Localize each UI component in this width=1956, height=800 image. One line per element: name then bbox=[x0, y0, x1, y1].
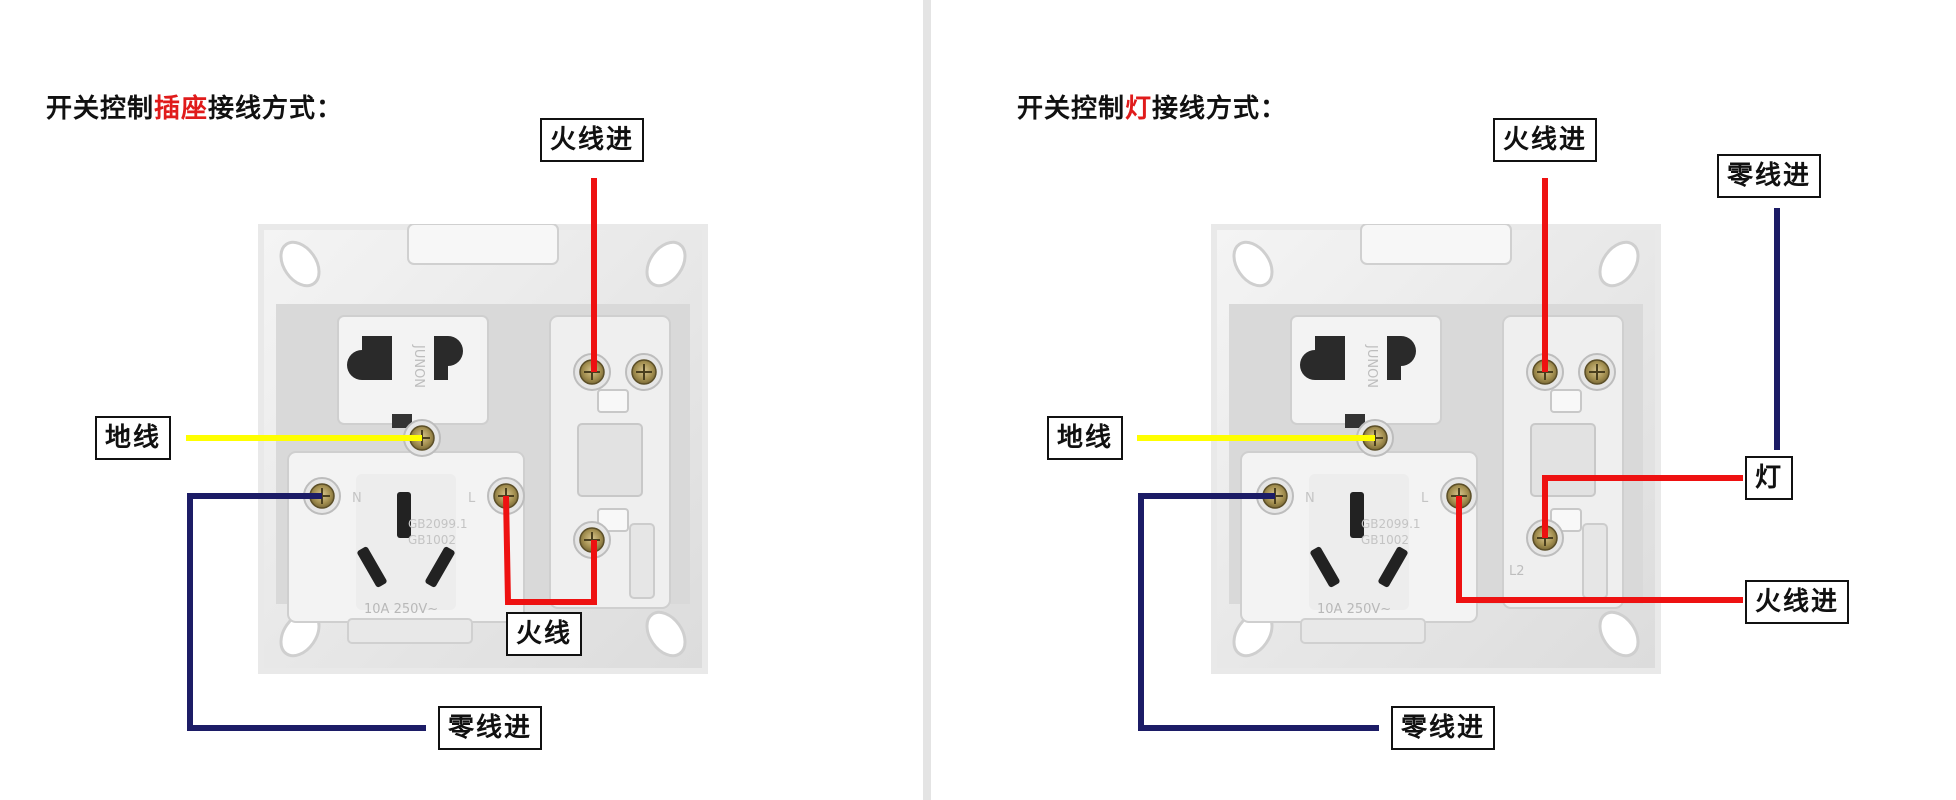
right-live-in-bottom-wire bbox=[1456, 496, 1743, 603]
right-l-mark: L bbox=[1421, 491, 1429, 506]
right-switch-mark: L2 bbox=[1509, 564, 1525, 579]
right-neutral-wire bbox=[1138, 493, 1379, 731]
right-socket-plate-image bbox=[1211, 224, 1661, 674]
left-live-label: 火线 bbox=[506, 612, 583, 656]
left-standard2-mark: GB1002 bbox=[408, 533, 456, 547]
left-live-link-wire bbox=[503, 495, 597, 605]
right-standard-mark: GB2099.1 bbox=[1361, 517, 1421, 531]
left-title-highlight: 插座 bbox=[154, 94, 209, 124]
left-neutral-in-label: 零线进 bbox=[438, 706, 543, 750]
right-standard2-mark: GB1002 bbox=[1361, 533, 1409, 547]
right-switch-terminal-2 bbox=[1578, 353, 1616, 391]
right-brand-mark: JUNON bbox=[1364, 344, 1379, 388]
right-panel-title: 开关控制灯接线方式： bbox=[1017, 88, 1287, 125]
left-panel-socket-wiring: 开关控制插座接线方式： JUNON N L GB2099.1 GB1002 10… bbox=[0, 0, 923, 800]
right-panel-lamp-wiring: 开关控制灯接线方式： JUNON N L GB2099.1 GB1002 10A… bbox=[931, 0, 1956, 800]
right-title-highlight: 灯 bbox=[1125, 94, 1153, 124]
left-title-suffix: 接线方式： bbox=[208, 94, 344, 124]
left-neutral-wire bbox=[187, 493, 426, 731]
left-socket-plate-image bbox=[258, 224, 708, 674]
right-socket-diagram: JUNON N L GB2099.1 GB1002 10A 250V~ L2 bbox=[1137, 178, 1780, 731]
left-switch-terminal-2 bbox=[625, 353, 663, 391]
right-neutral-in-top-label: 零线进 bbox=[1717, 154, 1822, 198]
left-ground-label: 地线 bbox=[95, 416, 172, 460]
right-lamp-label: 灯 bbox=[1745, 456, 1794, 500]
right-live-in-right-label: 火线进 bbox=[1745, 580, 1850, 624]
right-ground-label: 地线 bbox=[1047, 416, 1124, 460]
right-title-suffix: 接线方式： bbox=[1152, 94, 1288, 124]
right-title-prefix: 开关控制 bbox=[1017, 94, 1126, 124]
left-standard-mark: GB2099.1 bbox=[408, 517, 468, 531]
left-panel-title: 开关控制插座接线方式： bbox=[46, 88, 343, 125]
left-title-prefix: 开关控制 bbox=[46, 94, 155, 124]
right-neutral-in-bottom-label: 零线进 bbox=[1391, 706, 1496, 750]
right-rating-mark: 10A 250V~ bbox=[1317, 602, 1391, 617]
left-live-in-label: 火线进 bbox=[540, 118, 645, 162]
left-n-mark: N bbox=[352, 491, 362, 506]
left-brand-mark: JUNON bbox=[411, 344, 426, 388]
left-l-mark: L bbox=[468, 491, 476, 506]
right-live-in-top-label: 火线进 bbox=[1493, 118, 1598, 162]
right-n-mark: N bbox=[1305, 491, 1315, 506]
left-rating-mark: 10A 250V~ bbox=[364, 602, 438, 617]
panel-divider bbox=[923, 0, 931, 800]
left-socket-diagram: JUNON N L GB2099.1 GB1002 10A 250V~ bbox=[186, 178, 708, 731]
right-lamp-wire bbox=[1542, 475, 1743, 538]
